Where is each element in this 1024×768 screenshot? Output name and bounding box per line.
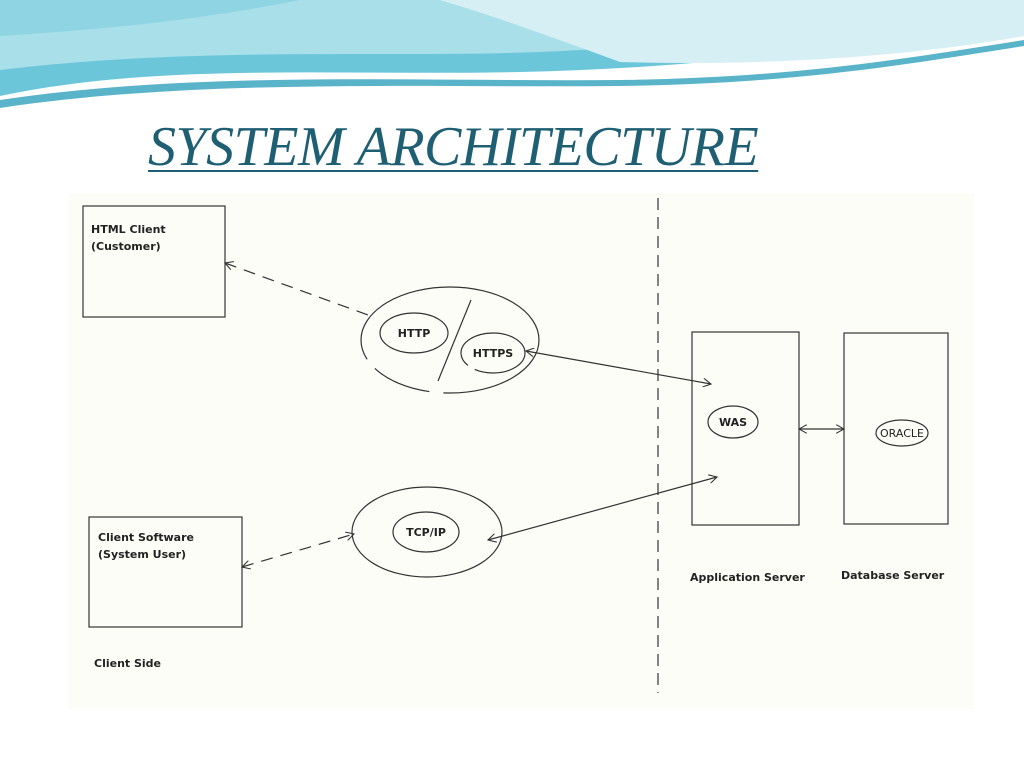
tcpip-to-was-connector — [488, 477, 717, 540]
https-to-was-connector — [526, 351, 711, 384]
web-protocol-ellipse — [360, 286, 540, 394]
client-software-to-tcpip-connector — [242, 534, 354, 567]
application-server-label: Application Server — [690, 571, 805, 584]
tcpip-inner-ellipse — [392, 511, 460, 553]
client-software-label-1: Client Software — [98, 531, 194, 544]
client-software-label-2: (System User) — [98, 548, 186, 561]
client-side-label: Client Side — [94, 657, 161, 670]
database-server-label: Database Server — [841, 569, 945, 582]
html-client-to-protocol-connector — [225, 263, 369, 316]
oracle-label: ORACLE — [880, 427, 924, 440]
html-client-label-2: (Customer) — [91, 240, 161, 253]
protocol-divider — [437, 299, 472, 382]
diagram-panel: HTML Client (Customer) Client Software (… — [68, 193, 974, 709]
client-software-box — [88, 516, 243, 628]
html-client-label-1: HTML Client — [91, 223, 166, 236]
https-label: HTTPS — [473, 347, 514, 360]
was-label: WAS — [719, 416, 747, 429]
architecture-diagram: HTML Client (Customer) Client Software (… — [82, 198, 949, 693]
http-label: HTTP — [398, 327, 431, 340]
slide-title: SYSTEM ARCHITECTURE — [148, 116, 759, 178]
header-wave-decoration — [0, 0, 1024, 108]
tcpip-label: TCP/IP — [406, 526, 446, 539]
oracle-ellipse — [875, 419, 929, 447]
http-ellipse — [379, 312, 449, 354]
was-ellipse — [707, 405, 759, 439]
